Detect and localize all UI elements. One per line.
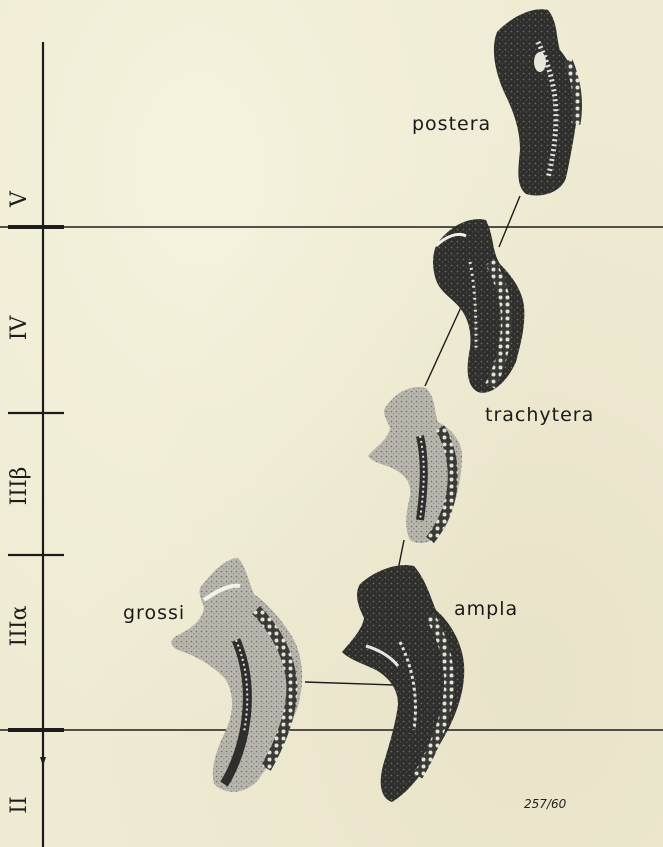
specimen-zone-iv <box>433 219 524 393</box>
specimen-postera <box>494 9 579 195</box>
specimen-trachytera <box>368 387 462 543</box>
specimen-grossi <box>171 558 302 792</box>
specimen-ampla <box>342 565 464 802</box>
